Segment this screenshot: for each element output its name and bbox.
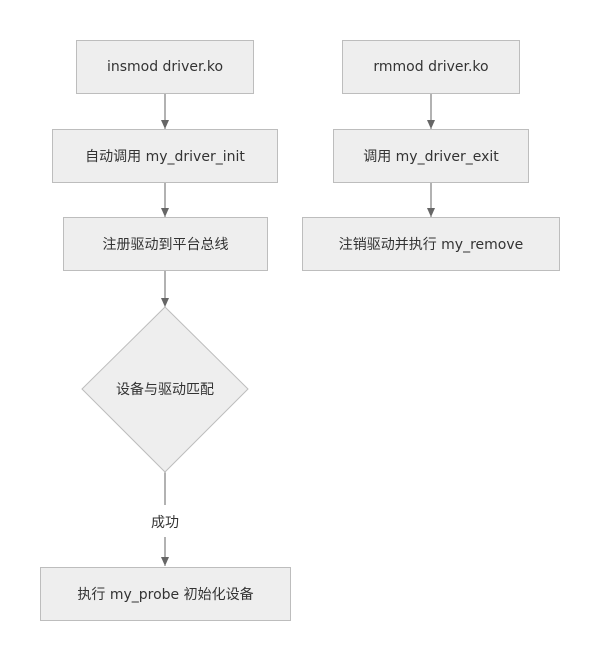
match-decision-label: 设备与驱动匹配 (116, 382, 214, 398)
probe-node: 执行 my_probe 初始化设备 (40, 567, 291, 621)
rmmod-node: rmmod driver.ko (342, 40, 520, 94)
match-decision-diamond (81, 306, 249, 473)
auto-call-init-node: 自动调用 my_driver_init (52, 129, 278, 183)
insmod-node: insmod driver.ko (76, 40, 254, 94)
unregister-node: 注销驱动并执行 my_remove (302, 217, 560, 271)
call-exit-node: 调用 my_driver_exit (333, 129, 529, 183)
success-edge-label: 成功 (143, 510, 187, 534)
register-driver-node: 注册驱动到平台总线 (63, 217, 268, 271)
